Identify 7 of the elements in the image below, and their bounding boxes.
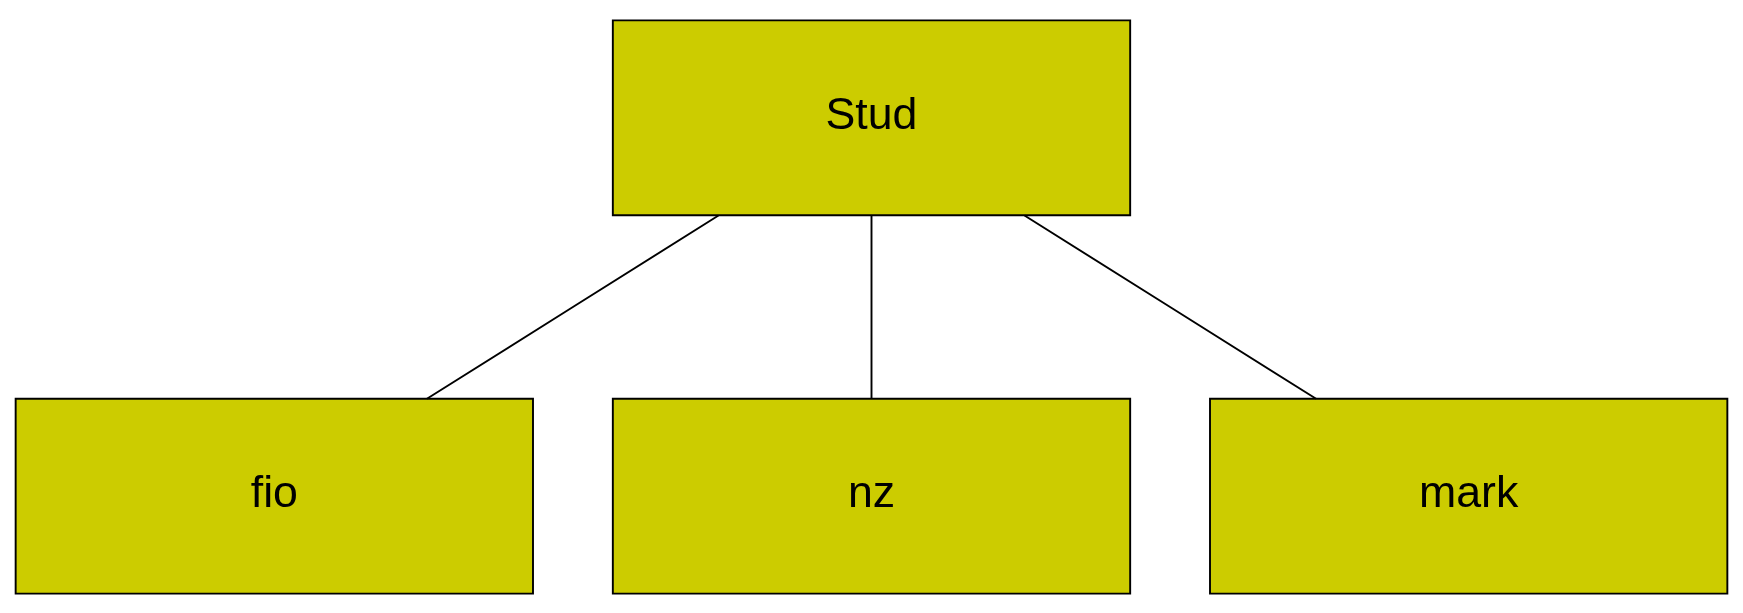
node-box: Stud <box>611 18 1132 216</box>
node-box: nz <box>611 397 1132 595</box>
node-box: fio <box>14 397 534 595</box>
connector <box>1023 214 1317 400</box>
connector <box>870 214 873 400</box>
connector <box>426 214 720 400</box>
node-box: mark <box>1209 397 1729 595</box>
